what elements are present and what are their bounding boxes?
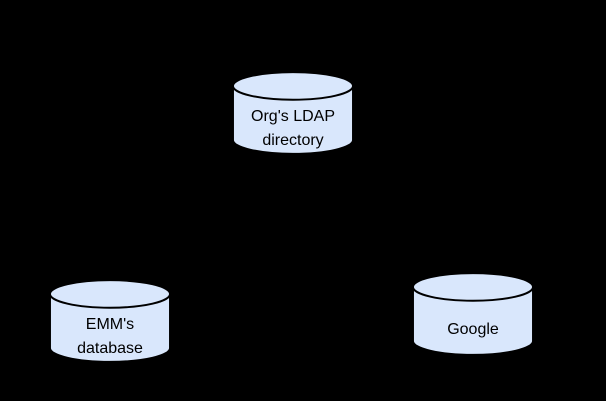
- db-node-emm-database: EMM's database: [49, 279, 171, 364]
- cylinder-top-arc: [232, 85, 354, 101]
- node-label-line: directory: [262, 131, 324, 149]
- node-label-line: Org's LDAP: [251, 107, 335, 125]
- cylinder-top-arc: [49, 293, 171, 309]
- cylinder-body-shape: [49, 279, 171, 363]
- node-label-org-ldap-directory: Org's LDAP directory: [232, 101, 354, 156]
- node-label-line: database: [77, 339, 143, 357]
- node-label-line: EMM's: [85, 315, 135, 333]
- database-cylinder-icon: [232, 71, 354, 155]
- node-label-google: Google: [412, 302, 534, 357]
- cylinder-body-shape: [232, 71, 354, 155]
- cylinder-top-arc: [412, 286, 534, 302]
- cylinder-body-shape: [412, 272, 534, 356]
- db-node-google: Google: [412, 272, 534, 357]
- node-label-emm-database: EMM's database: [49, 309, 171, 364]
- database-cylinder-icon: [412, 272, 534, 356]
- node-label-line: Google: [447, 320, 499, 338]
- database-cylinder-icon: [49, 279, 171, 363]
- db-node-org-ldap-directory: Org's LDAP directory: [232, 71, 354, 156]
